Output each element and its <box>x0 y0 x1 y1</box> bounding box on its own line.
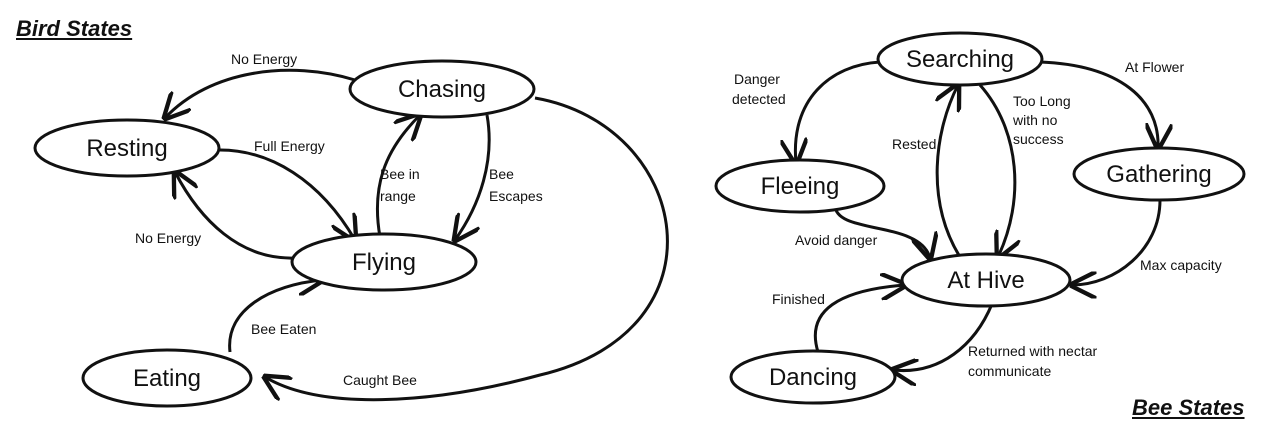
state-label-fleeing: Fleeing <box>761 173 840 200</box>
state-label-chasing: Chasing <box>398 76 486 103</box>
bee-state-machine <box>714 31 1246 405</box>
state-label-dancing: Dancing <box>769 364 857 391</box>
state-node-dancing <box>729 349 897 405</box>
state-label-searching: Searching <box>906 46 1014 73</box>
bee-state-labels: Searching Fleeing Gathering At Hive Danc… <box>761 46 1212 391</box>
state-label-flying: Flying <box>352 249 416 276</box>
edge-gathering-to-at-hive <box>1072 199 1162 285</box>
edge-flying-to-resting <box>175 172 296 260</box>
edge-label-resting-flying: Full Energy <box>254 138 325 154</box>
bird-state-machine <box>33 59 669 408</box>
edge-flying-to-chasing <box>375 115 420 238</box>
edge-label-searching-fleeing-1: Danger <box>734 71 780 87</box>
bird-edge-labels: No Energy Full Energy No Energy Bee in r… <box>135 51 543 388</box>
edge-label-searching-fleeing-2: detected <box>732 91 786 107</box>
state-node-searching <box>876 31 1044 87</box>
edge-label-chasing-eating: Caught Bee <box>343 372 417 388</box>
edge-label-flying-chasing-2: range <box>380 188 416 204</box>
edge-chasing-to-eating <box>265 96 669 402</box>
edge-label-searching-at-hive-3: success <box>1013 131 1064 147</box>
state-node-flying <box>290 232 478 292</box>
edge-label-chasing-resting: No Energy <box>231 51 297 67</box>
edge-label-at-hive-searching: Rested <box>892 136 936 152</box>
edge-label-fleeing-at-hive: Avoid danger <box>795 232 878 248</box>
edge-at-hive-to-searching <box>937 85 960 258</box>
bird-state-labels: Resting Chasing Flying Eating <box>86 76 486 392</box>
state-label-eating: Eating <box>133 365 201 392</box>
edge-label-searching-at-hive-1: Too Long <box>1013 93 1071 109</box>
edge-at-hive-to-dancing <box>893 303 994 371</box>
edge-searching-to-fleeing <box>795 60 881 163</box>
state-node-gathering <box>1072 146 1246 202</box>
state-node-resting <box>33 118 221 178</box>
edge-label-chasing-flying-2: Escapes <box>489 188 543 204</box>
edge-chasing-to-flying <box>455 114 491 240</box>
state-label-gathering: Gathering <box>1106 161 1211 188</box>
state-node-at-hive <box>900 252 1072 308</box>
edge-label-at-hive-dancing-1: Returned with nectar <box>968 343 1098 359</box>
edge-label-gathering-at-hive: Max capacity <box>1140 257 1222 273</box>
edge-chasing-to-resting <box>165 68 356 118</box>
edge-label-flying-resting: No Energy <box>135 230 201 246</box>
edge-label-searching-at-hive-2: with no <box>1012 112 1058 128</box>
edge-eating-to-flying <box>228 280 322 353</box>
edge-dancing-to-at-hive <box>813 285 905 353</box>
edge-searching-to-gathering <box>1039 60 1158 148</box>
edge-label-dancing-at-hive: Finished <box>772 291 825 307</box>
bird-states-title: Bird States <box>16 16 133 41</box>
bee-states-title: Bee States <box>1132 395 1245 420</box>
state-node-chasing <box>348 59 536 119</box>
edge-resting-to-flying <box>219 148 355 240</box>
edge-label-flying-chasing-1: Bee in <box>380 166 420 182</box>
edge-searching-to-at-hive <box>978 84 1015 257</box>
edge-label-at-hive-dancing-2: communicate <box>968 363 1051 379</box>
state-label-resting: Resting <box>86 135 167 162</box>
bee-edge-labels: Danger detected At Flower Too Long with … <box>732 59 1222 379</box>
edge-label-chasing-flying-1: Bee <box>489 166 514 182</box>
edge-label-eating-flying: Bee Eaten <box>251 321 316 337</box>
edge-label-searching-gathering: At Flower <box>1125 59 1184 75</box>
state-node-fleeing <box>714 158 886 214</box>
edge-fleeing-to-at-hive <box>833 204 930 258</box>
state-label-at-hive: At Hive <box>947 267 1024 294</box>
state-node-eating <box>81 348 253 408</box>
